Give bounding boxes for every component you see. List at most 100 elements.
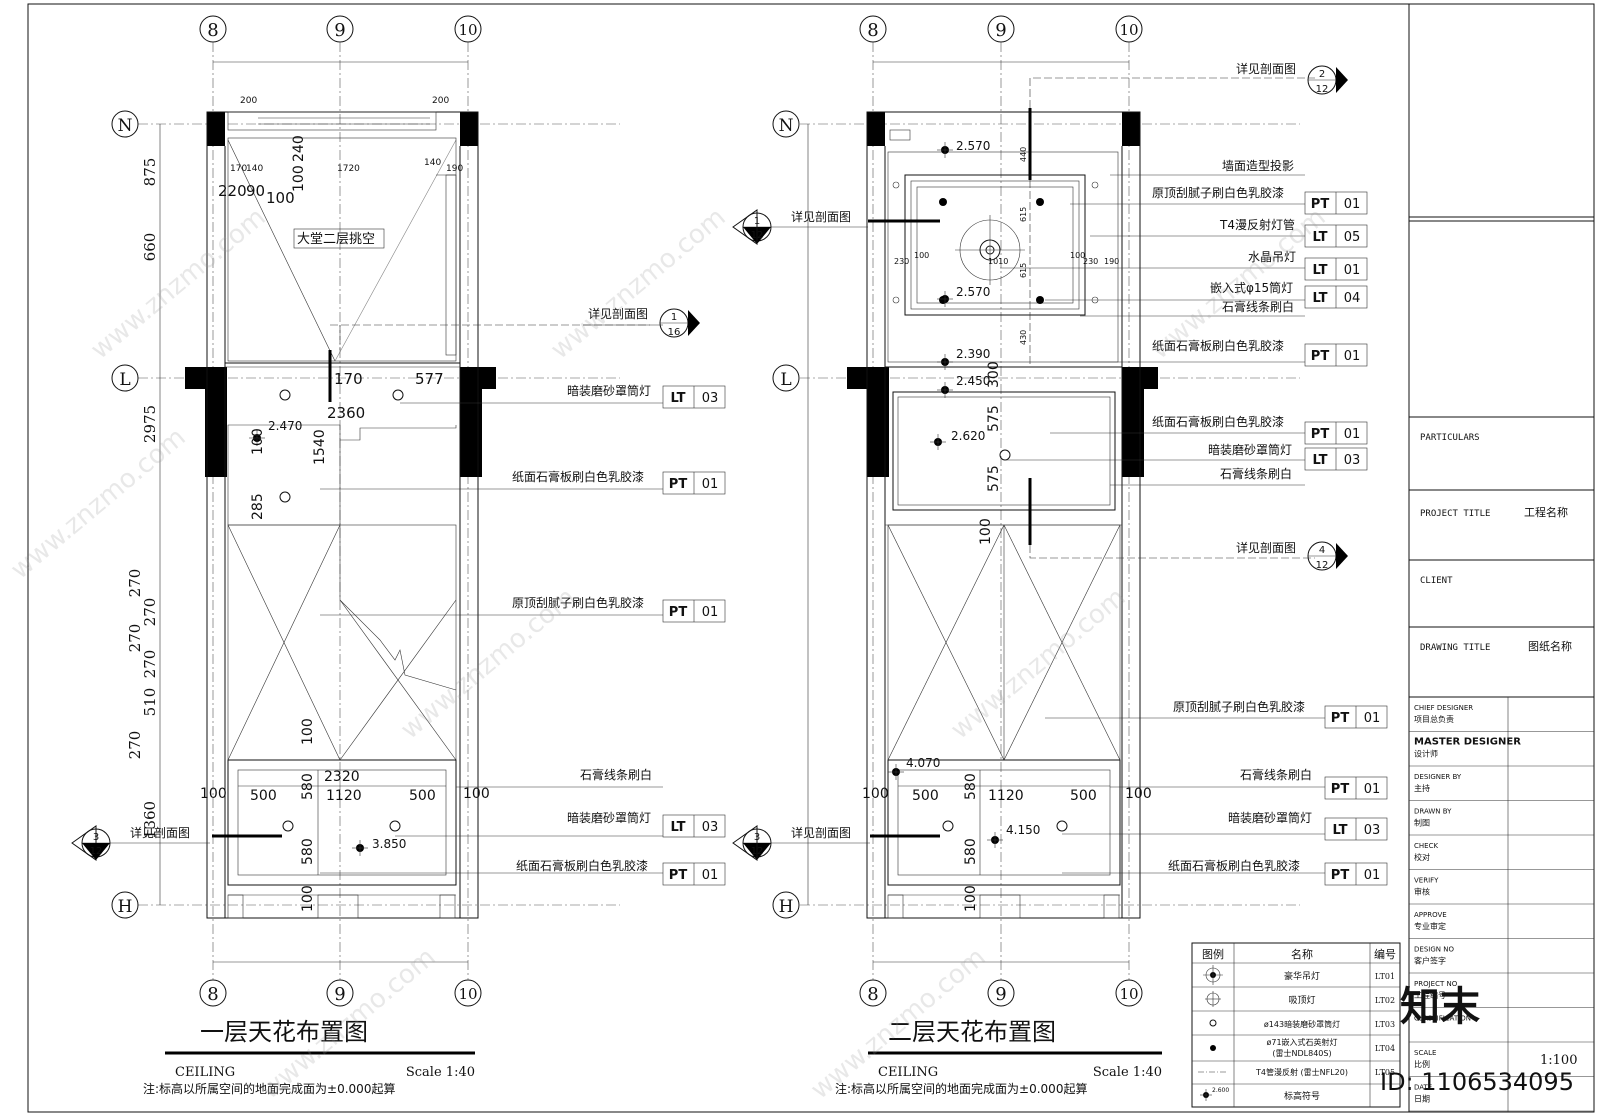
svg-text:编号: 编号 xyxy=(1374,947,1396,961)
svg-text:1120: 1120 xyxy=(326,788,362,804)
svg-text:285: 285 xyxy=(250,493,266,520)
svg-text:LT03: LT03 xyxy=(1375,1020,1395,1029)
title-block-row-en: DATE xyxy=(1414,1084,1432,1092)
svg-text:LT: LT xyxy=(671,820,686,835)
svg-text:577: 577 xyxy=(415,370,444,388)
svg-text:www.znzmo.com: www.znzmo.com xyxy=(395,582,581,745)
title-block-row-en: MASTER DESIGNER xyxy=(1414,737,1521,748)
svg-text:300: 300 xyxy=(986,361,1002,388)
svg-text:615: 615 xyxy=(1019,207,1028,222)
svg-text:石膏线条刷白: 石膏线条刷白 xyxy=(1240,767,1312,782)
svg-text:吸顶灯: 吸顶灯 xyxy=(1288,995,1315,1006)
svg-text:PT: PT xyxy=(1331,711,1350,726)
svg-text:L: L xyxy=(780,370,791,390)
svg-text:440: 440 xyxy=(1019,147,1028,162)
svg-text:270: 270 xyxy=(126,731,144,760)
svg-text:01: 01 xyxy=(1364,868,1381,883)
svg-text:详见剖面图: 详见剖面图 xyxy=(791,825,851,840)
svg-text:原顶刮腻子刷白色乳胶漆: 原顶刮腻子刷白色乳胶漆 xyxy=(1152,185,1284,200)
grid-bubble-8-bottom: 8 xyxy=(199,979,227,1007)
svg-text:12: 12 xyxy=(751,230,764,241)
svg-text:T4漫反射灯管: T4漫反射灯管 xyxy=(1219,217,1295,232)
svg-text:200: 200 xyxy=(240,96,257,106)
svg-text:100: 100 xyxy=(266,189,295,207)
svg-text:2.570: 2.570 xyxy=(956,285,990,299)
svg-text:PT: PT xyxy=(1311,197,1330,212)
svg-text:名称: 名称 xyxy=(1291,947,1313,961)
svg-text:暗装磨砂罩筒灯: 暗装磨砂罩筒灯 xyxy=(567,383,651,398)
svg-text:豪华吊灯: 豪华吊灯 xyxy=(1284,970,1320,982)
plan1-title: 一层天花布置图 xyxy=(200,1018,368,1046)
plan2-title: 二层天花布置图 xyxy=(888,1018,1056,1046)
svg-text:220: 220 xyxy=(218,182,247,200)
svg-text:2.450: 2.450 xyxy=(956,374,990,388)
svg-text:615: 615 xyxy=(1019,263,1028,278)
svg-text:L: L xyxy=(119,370,130,390)
grid-bubble-10-bottom: 10 xyxy=(454,979,482,1007)
svg-text:LT: LT xyxy=(671,391,686,406)
legend-table: 图例 名称 编号 2.600 豪华吊灯 LT01 吸顶灯 LT02 ø143暗装… xyxy=(1191,942,1401,1108)
svg-text:墙面造型投影: 墙面造型投影 xyxy=(1222,158,1294,173)
svg-text:9: 9 xyxy=(334,984,345,1005)
svg-text:LT05: LT05 xyxy=(1375,1068,1395,1077)
svg-text:580: 580 xyxy=(963,838,979,865)
svg-text:DRAWING TITLE: DRAWING TITLE xyxy=(1420,643,1490,653)
svg-text:100: 100 xyxy=(300,885,316,912)
svg-text:510: 510 xyxy=(141,688,159,717)
svg-text:12: 12 xyxy=(1316,560,1329,571)
legend-icon-chandelier xyxy=(1203,965,1223,985)
svg-text:500: 500 xyxy=(912,788,939,804)
svg-text:01: 01 xyxy=(702,477,719,492)
svg-text:100: 100 xyxy=(463,786,490,802)
svg-text:LT: LT xyxy=(1313,291,1328,306)
svg-text:工程名称: 工程名称 xyxy=(1524,505,1568,519)
svg-text:270: 270 xyxy=(126,569,144,598)
svg-text:100: 100 xyxy=(200,786,227,802)
svg-text:9: 9 xyxy=(995,20,1006,41)
svg-text:10: 10 xyxy=(1119,985,1138,1003)
svg-text:580: 580 xyxy=(963,773,979,800)
grid-bubble-9-bottom: 9 xyxy=(326,979,354,1007)
title-block-row-en: CHIEF DESIGNER xyxy=(1414,704,1473,712)
svg-text:03: 03 xyxy=(1364,823,1381,838)
elevation-mark-2470: 2.470 xyxy=(249,419,302,446)
svg-text:纸面石膏板刷白色乳胶漆: 纸面石膏板刷白色乳胶漆 xyxy=(1152,338,1284,353)
svg-text:580: 580 xyxy=(300,838,316,865)
svg-text:纸面石膏板刷白色乳胶漆: 纸面石膏板刷白色乳胶漆 xyxy=(516,858,648,873)
section-ref-2-12: 详见剖面图 2 12 xyxy=(1236,61,1348,95)
svg-text:LT: LT xyxy=(1313,230,1328,245)
svg-text:190: 190 xyxy=(1104,257,1119,266)
svg-text:2.600: 2.600 xyxy=(1212,1087,1229,1094)
title-block-scale-value: 1:100 xyxy=(1540,1053,1577,1068)
svg-text:01: 01 xyxy=(1364,711,1381,726)
svg-text:575: 575 xyxy=(986,465,1002,492)
svg-text:CEILING: CEILING xyxy=(878,1065,938,1080)
svg-text:170: 170 xyxy=(230,164,247,174)
svg-text:T4管漫反射 (雷士NFL20): T4管漫反射 (雷士NFL20) xyxy=(1255,1067,1348,1077)
svg-text:1: 1 xyxy=(671,312,677,323)
svg-text:详见剖面图: 详见剖面图 xyxy=(1236,61,1296,76)
title-block-row-en: DESIGNER BY xyxy=(1414,773,1462,781)
svg-text:01: 01 xyxy=(1344,349,1361,364)
svg-text:100: 100 xyxy=(1070,251,1085,260)
svg-text:4.070: 4.070 xyxy=(906,756,940,770)
svg-text:详见剖面图: 详见剖面图 xyxy=(791,209,851,224)
grid-bubble-10-top: 10 xyxy=(454,15,482,43)
svg-text:12: 12 xyxy=(1316,84,1329,95)
svg-text:PT: PT xyxy=(1311,427,1330,442)
title-block-row-en: PROJECT NO xyxy=(1414,980,1458,988)
title-block-row-cn: 审核 xyxy=(1414,887,1430,897)
svg-text:3.850: 3.850 xyxy=(372,837,406,851)
svg-text:3: 3 xyxy=(754,832,760,843)
svg-text:石膏线条刷白: 石膏线条刷白 xyxy=(1220,466,1292,481)
svg-text:www.znzmo.com: www.znzmo.com xyxy=(945,582,1131,745)
svg-text:01: 01 xyxy=(1344,263,1361,278)
svg-text:PT: PT xyxy=(1331,868,1350,883)
svg-text:PT: PT xyxy=(1311,349,1330,364)
svg-text:N: N xyxy=(118,116,133,136)
title-block-row-en: DRAWN BY xyxy=(1414,808,1452,816)
svg-text:石膏线条刷白: 石膏线条刷白 xyxy=(580,767,652,782)
svg-text:100: 100 xyxy=(250,428,266,455)
